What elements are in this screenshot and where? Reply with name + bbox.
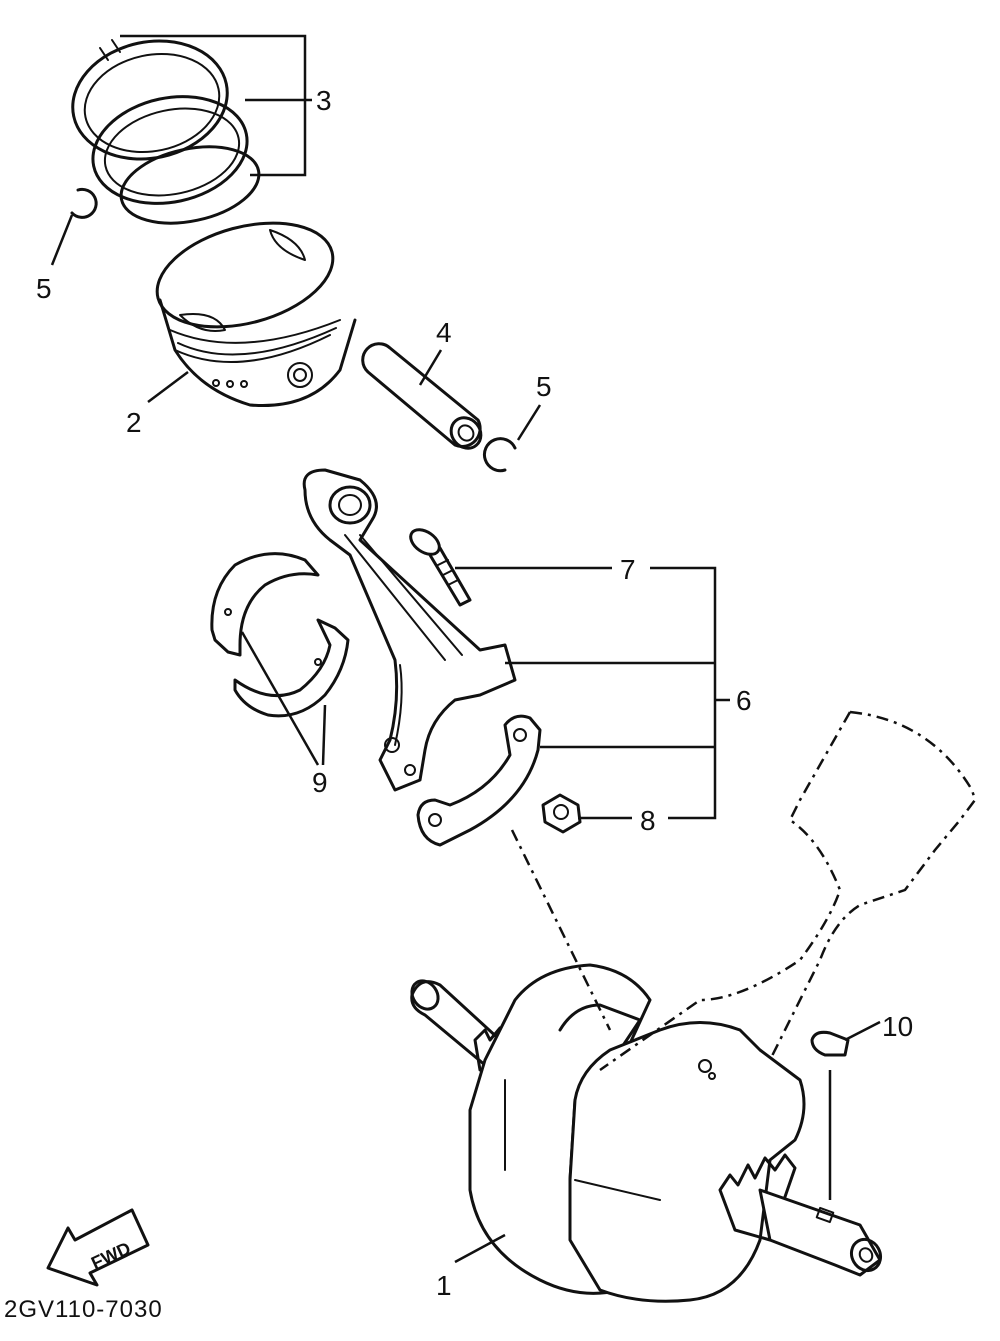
callout-4: 4: [436, 317, 452, 348]
piston-rings: [71, 39, 261, 225]
circlip-left: [70, 187, 98, 219]
piston-pin: [361, 342, 483, 450]
bearing-lower: [233, 618, 350, 718]
callout-8: 8: [640, 805, 656, 836]
connecting-rod: [302, 468, 517, 792]
piston: [155, 221, 357, 408]
callout-6: 6: [736, 685, 752, 716]
bearing-upper: [210, 552, 320, 657]
callout-7: 7: [620, 554, 636, 585]
rod-cap: [416, 714, 542, 847]
leader-lines: [50, 34, 881, 1264]
callout-1: 1: [436, 1270, 452, 1301]
circlip-right: [482, 437, 517, 473]
callout-3: 3: [316, 85, 332, 116]
woodruff-key: [810, 1030, 850, 1057]
rod-bolt: [409, 528, 472, 607]
diagram-code: 2GV110-7030: [4, 1296, 163, 1323]
callout-10: 10: [882, 1011, 913, 1042]
callout-5-right: 5: [536, 371, 552, 402]
crankshaft: [410, 963, 883, 1303]
forward-direction-arrow: FWD: [46, 1208, 150, 1287]
rod-nut: [541, 793, 582, 834]
callout-5-left: 5: [36, 273, 52, 304]
callout-9: 9: [312, 767, 328, 798]
phantom-connecting-rod: [599, 710, 977, 1072]
callout-2: 2: [126, 407, 142, 438]
